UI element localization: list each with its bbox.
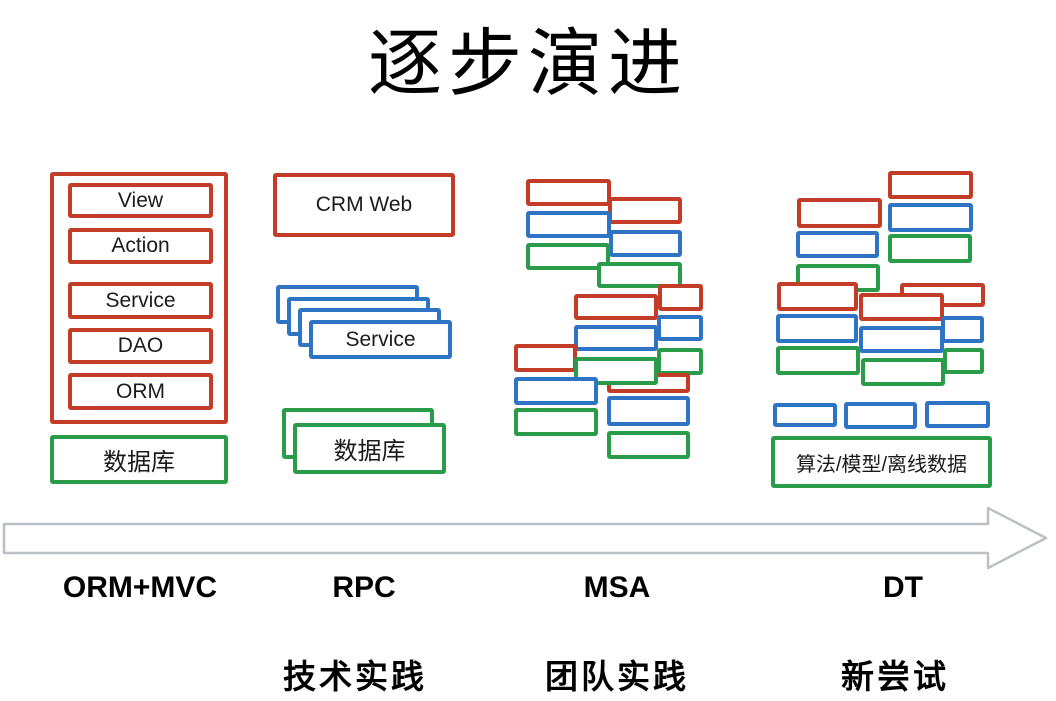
stage1-layer-service: Service [68, 282, 213, 319]
dt-service-box [859, 326, 944, 353]
dt-service-box [943, 348, 984, 374]
msa-service-box [597, 262, 682, 288]
dt-service-box [925, 401, 990, 428]
stage1-layer-action: Action [68, 228, 213, 264]
msa-service-box [514, 377, 598, 405]
msa-service-box [574, 357, 658, 385]
stage-label-msa: MSA [583, 571, 651, 604]
stage4-offline-data-box: 算法/模型/离线数据 [771, 436, 992, 488]
dt-service-box [888, 234, 972, 263]
slide-title: 逐步演进 [368, 22, 688, 105]
stage2-crm-web-box: CRM Web [273, 173, 455, 237]
stage2-service-stack-front: Service [309, 320, 452, 359]
stage2-database-stack-front: 数据库 [293, 423, 446, 474]
stage1-database-label: 数据库 [103, 449, 175, 476]
dt-service-box [844, 402, 917, 429]
dt-service-box [888, 171, 973, 199]
timeline-arrow [2, 506, 1048, 570]
msa-service-box [658, 284, 703, 311]
msa-service-box [657, 315, 703, 341]
stage2-database-label: 数据库 [333, 438, 406, 465]
timeline-arrow-shape [2, 506, 1048, 570]
stage2-service-label: Service [345, 327, 416, 351]
stage-sub-msa: 团队实践 [545, 658, 689, 695]
stage-label-orm-mvc: ORM+MVC [62, 571, 218, 604]
msa-service-box [526, 243, 610, 270]
msa-service-box [514, 408, 598, 436]
stage1-layer-view-label: View [117, 188, 164, 212]
dt-service-box [773, 403, 837, 427]
msa-service-box [526, 179, 611, 206]
stage4-offline-data-label: 算法/模型/离线数据 [795, 453, 968, 476]
dt-service-box [861, 358, 945, 386]
dt-service-box [941, 316, 984, 343]
dt-service-box [888, 203, 973, 232]
stage1-layer-dao: DAO [68, 328, 213, 364]
msa-service-box [657, 348, 703, 375]
stage1-layer-orm-label: ORM [116, 379, 165, 403]
msa-service-box [514, 344, 577, 372]
dt-service-box [777, 282, 858, 311]
dt-service-box [796, 231, 879, 258]
msa-service-box [526, 211, 611, 238]
stage1-layer-view: View [68, 183, 213, 218]
stage2-crm-web-label: CRM Web [315, 193, 413, 216]
stage-label-dt: DT [883, 571, 923, 604]
stage-sub-rpc: 技术实践 [283, 658, 427, 695]
stage1-layer-orm: ORM [68, 373, 213, 410]
dt-service-box [859, 293, 944, 321]
stage1-layer-dao-label: DAO [117, 334, 164, 357]
dt-service-box [797, 198, 882, 228]
msa-service-box [574, 325, 658, 351]
stage1-layer-action-label: Action [111, 234, 170, 257]
stage-label-rpc: RPC [332, 571, 396, 604]
msa-service-box [574, 294, 658, 320]
stage1-database-box: 数据库 [50, 435, 228, 484]
msa-service-box [607, 396, 690, 426]
msa-service-box [609, 230, 682, 257]
msa-service-box [608, 197, 682, 224]
stage1-monolith-frame [50, 172, 228, 424]
stage-sub-dt: 新尝试 [841, 658, 949, 695]
dt-service-box [776, 314, 858, 343]
msa-service-box [607, 431, 690, 459]
stage1-layer-service-label: Service [105, 288, 176, 312]
dt-service-box [776, 346, 860, 375]
